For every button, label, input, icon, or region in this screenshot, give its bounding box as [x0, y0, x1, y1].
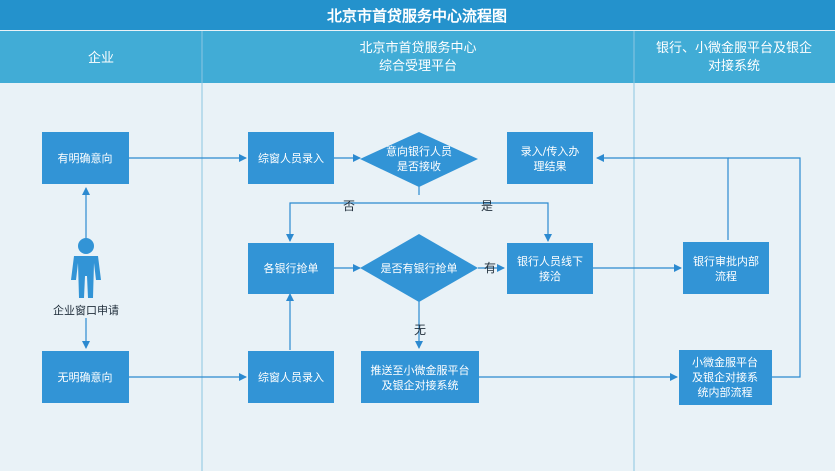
node-bank-offline-label-line1: 银行人员线下 [517, 254, 583, 268]
lane-label-enterprise: 企业 [88, 50, 114, 66]
lane-label-bank-line2: 对接系统 [708, 58, 760, 74]
node-window-entry-top-label: 综窗人员录入 [258, 151, 324, 165]
lane-label-bank-line1: 银行、小微金服平台及银企 [656, 40, 812, 56]
edge-label-no: 否 [343, 199, 355, 213]
edge-accept-no [286, 202, 419, 242]
node-bank-offline [507, 243, 593, 294]
lane-label-platform-line1: 北京市首贷服务中心 [359, 40, 476, 56]
decision-accept-label-line1: 意向银行人员 [386, 144, 452, 158]
node-unclear-intent [42, 351, 129, 403]
node-entry-result [507, 132, 593, 184]
edge-label-yes: 是 [481, 199, 493, 213]
node-bank-offline-label-line2: 接洽 [539, 270, 561, 283]
decision-grab [360, 234, 478, 302]
diagram-title: 北京市首贷服务中心流程图 [327, 7, 507, 25]
node-bank-review [683, 242, 769, 294]
edge-platform-to-result [728, 157, 801, 378]
decision-accept [360, 132, 478, 187]
actor-label: 企业窗口申请 [53, 303, 119, 317]
node-window-entry-bottom [248, 351, 334, 403]
node-entry-result-label-line2: 理结果 [534, 160, 567, 173]
edge-label-has: 有 [484, 261, 496, 275]
person-icon-body [71, 256, 101, 298]
title-bar [0, 0, 835, 30]
node-clear-intent-label: 有明确意向 [58, 151, 113, 165]
node-platform-process-label-line2: 及银企对接系 [692, 370, 758, 384]
decision-grab-label: 是否有银行抢单 [381, 261, 458, 275]
node-push-platform-label-line2: 及银企对接系统 [382, 378, 459, 392]
lane-label-platform-line2: 综合受理平台 [379, 59, 457, 74]
node-entry-result-label-line1: 录入/传入办 [521, 145, 580, 158]
person-icon [71, 238, 101, 298]
node-unclear-intent-label: 无明确意向 [58, 370, 113, 384]
node-platform-process [679, 350, 772, 405]
person-icon-head [78, 238, 94, 254]
node-bank-review-label-line1: 银行审批内部 [693, 254, 759, 268]
node-platform-process-label-line1: 小微金服平台 [692, 355, 758, 369]
edge-label-none: 无 [414, 323, 426, 337]
edge-accept-yes [419, 202, 552, 242]
node-bank-review-label-line2: 流程 [715, 269, 737, 283]
node-push-platform [361, 351, 479, 403]
node-window-entry-bottom-label: 综窗人员录入 [258, 370, 324, 384]
node-push-platform-label-line1: 推送至小微金服平台 [371, 363, 470, 377]
node-platform-process-label-line3: 统内部流程 [698, 385, 753, 399]
node-clear-intent [42, 132, 129, 184]
node-window-entry-top [248, 132, 334, 184]
node-bank-grab-label: 各银行抢单 [264, 261, 319, 275]
node-bank-grab [248, 243, 334, 294]
lane-header-band [0, 31, 835, 83]
decision-accept-label-line2: 是否接收 [397, 159, 441, 173]
